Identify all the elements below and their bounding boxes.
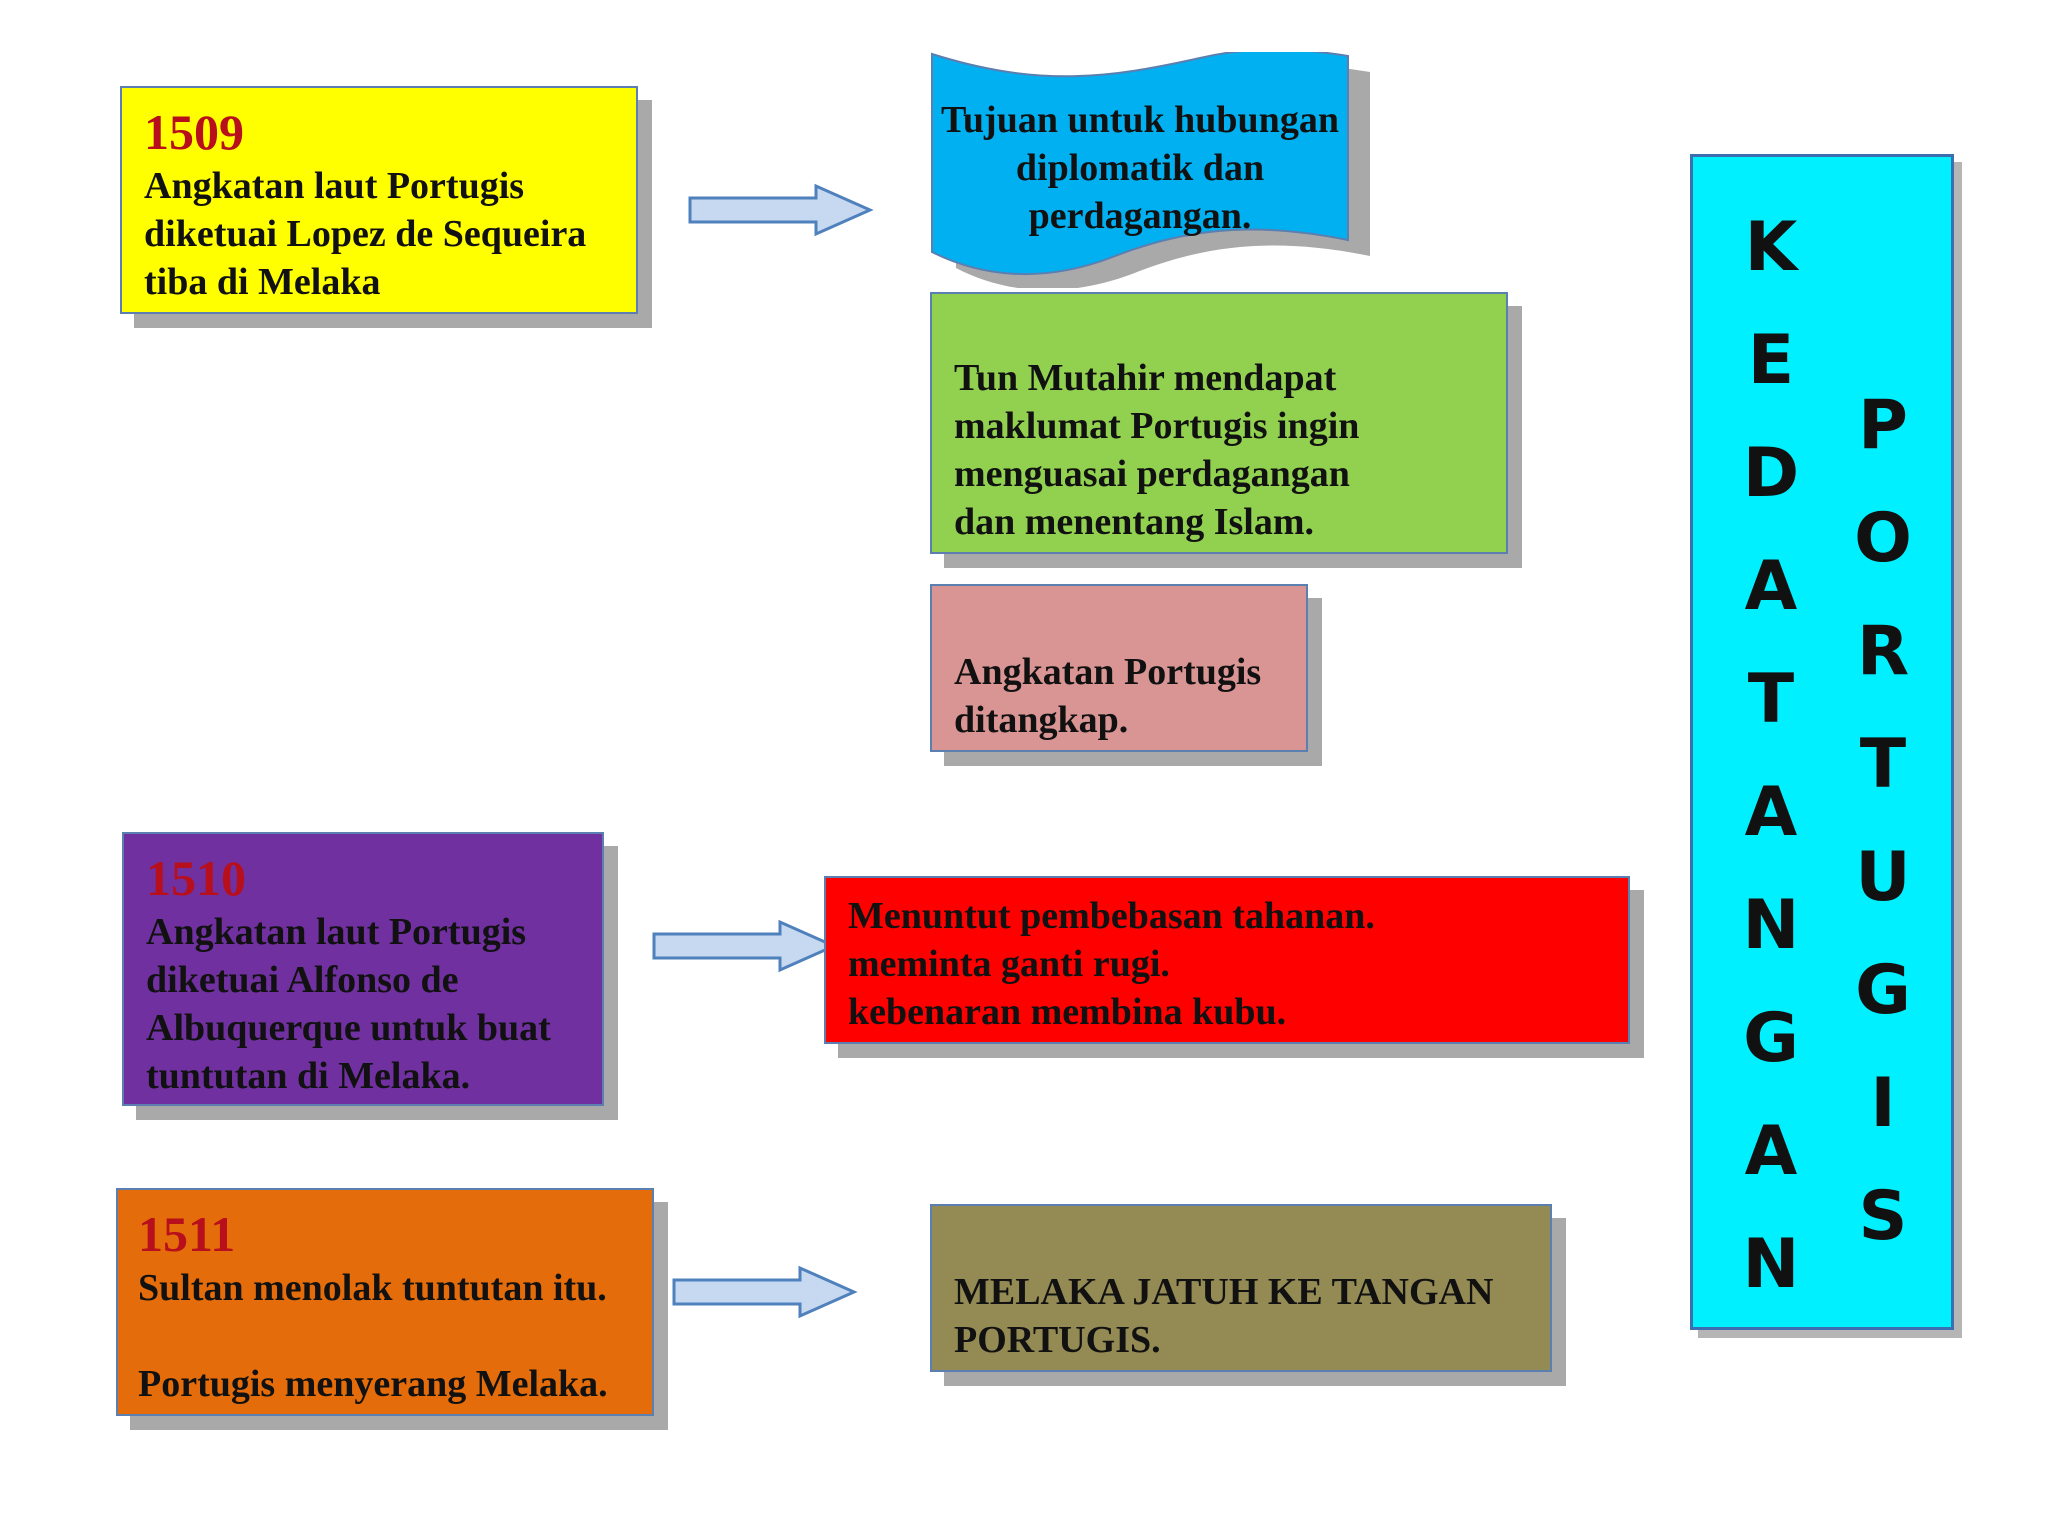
result-1510-line: Menuntut pembebasan tahanan. [848, 895, 1375, 937]
side-title-letter: D [1742, 434, 1800, 513]
side-title-letter: K [1744, 208, 1798, 287]
side-title-letter: R [1856, 612, 1910, 691]
result-1509-banner: Tujuan untuk hubungan diplomatik dan per… [930, 52, 1380, 288]
side-title-letter: T [1859, 725, 1907, 804]
side-title-letter: N [1742, 1225, 1800, 1304]
result-1509-a-line: diplomatik dan [1015, 147, 1265, 189]
event-1510-line: Angkatan laut Portugis [146, 911, 527, 953]
result-1509-c-line: Angkatan Portugis [954, 651, 1262, 693]
side-title-letter: O [1854, 499, 1912, 578]
side-title-letter: P [1858, 386, 1908, 465]
result-1510-box: Menuntut pembebasan tahanan. meminta gan… [824, 876, 1630, 1044]
result-1510-line: kebenaran membina kubu. [848, 991, 1287, 1033]
side-title-letter: U [1855, 838, 1911, 917]
arrow-right-icon [652, 919, 838, 973]
result-1509-c-line: ditangkap. [954, 699, 1129, 741]
side-title-letter: E [1747, 321, 1795, 400]
result-1509-b-line: Tun Mutahir mendapat [954, 357, 1337, 399]
side-title-letter: S [1858, 1177, 1908, 1256]
year-1509: 1509 [144, 104, 244, 160]
event-1511-line: Portugis menyerang Melaka. [138, 1363, 608, 1405]
result-1509-a-line: Tujuan untuk hubungan [941, 99, 1339, 141]
event-1511-line [138, 1312, 632, 1360]
event-1510-line: tuntutan di Melaka. [146, 1055, 471, 1097]
year-1510: 1510 [146, 850, 246, 906]
result-1511-line: MELAKA JATUH KE TANGAN [954, 1271, 1494, 1313]
event-1511-box: 1511 Sultan menolak tuntutan itu. Portug… [116, 1188, 654, 1416]
event-1509-line: tiba di Melaka [144, 261, 381, 303]
result-1509-b-line: maklumat Portugis ingin [954, 405, 1360, 447]
result-1509-c-box: Angkatan Portugis ditangkap. [930, 584, 1308, 752]
result-1511-line: PORTUGIS. [954, 1319, 1161, 1361]
result-1509-b-box: Tun Mutahir mendapat maklumat Portugis i… [930, 292, 1508, 554]
side-title-letter: A [1744, 547, 1798, 626]
arrow-right-icon [672, 1265, 858, 1319]
result-1511-box: MELAKA JATUH KE TANGAN PORTUGIS. [930, 1204, 1552, 1372]
side-title-letter: A [1744, 1112, 1798, 1191]
result-1509-b-line: menguasai perdagangan [954, 453, 1350, 495]
result-1509-b-line: dan menentang Islam. [954, 501, 1314, 543]
result-1509-a-line: perdagangan. [1028, 195, 1252, 237]
side-title-letter: G [1855, 951, 1911, 1030]
event-1509-line: diketuai Lopez de Sequeira [144, 213, 587, 255]
side-title-letter: N [1742, 886, 1800, 965]
year-1511: 1511 [138, 1206, 236, 1262]
banner-shape [931, 52, 1370, 288]
side-title-letter: I [1870, 1064, 1896, 1143]
side-title-letter: T [1747, 660, 1795, 739]
side-title-letter: A [1744, 773, 1798, 852]
event-1510-line: diketuai Alfonso de [146, 959, 459, 1001]
arrow-right-icon [688, 183, 874, 237]
event-1510-line: Albuquerque untuk buat [146, 1007, 551, 1049]
event-1509-box: 1509 Angkatan laut Portugis diketuai Lop… [120, 86, 638, 314]
event-1511-line: Sultan menolak tuntutan itu. [138, 1267, 607, 1309]
event-1510-box: 1510 Angkatan laut Portugis diketuai Alf… [122, 832, 604, 1106]
event-1509-line: Angkatan laut Portugis [144, 165, 525, 207]
side-title-letter: G [1743, 999, 1799, 1078]
result-1510-line: meminta ganti rugi. [848, 943, 1170, 985]
